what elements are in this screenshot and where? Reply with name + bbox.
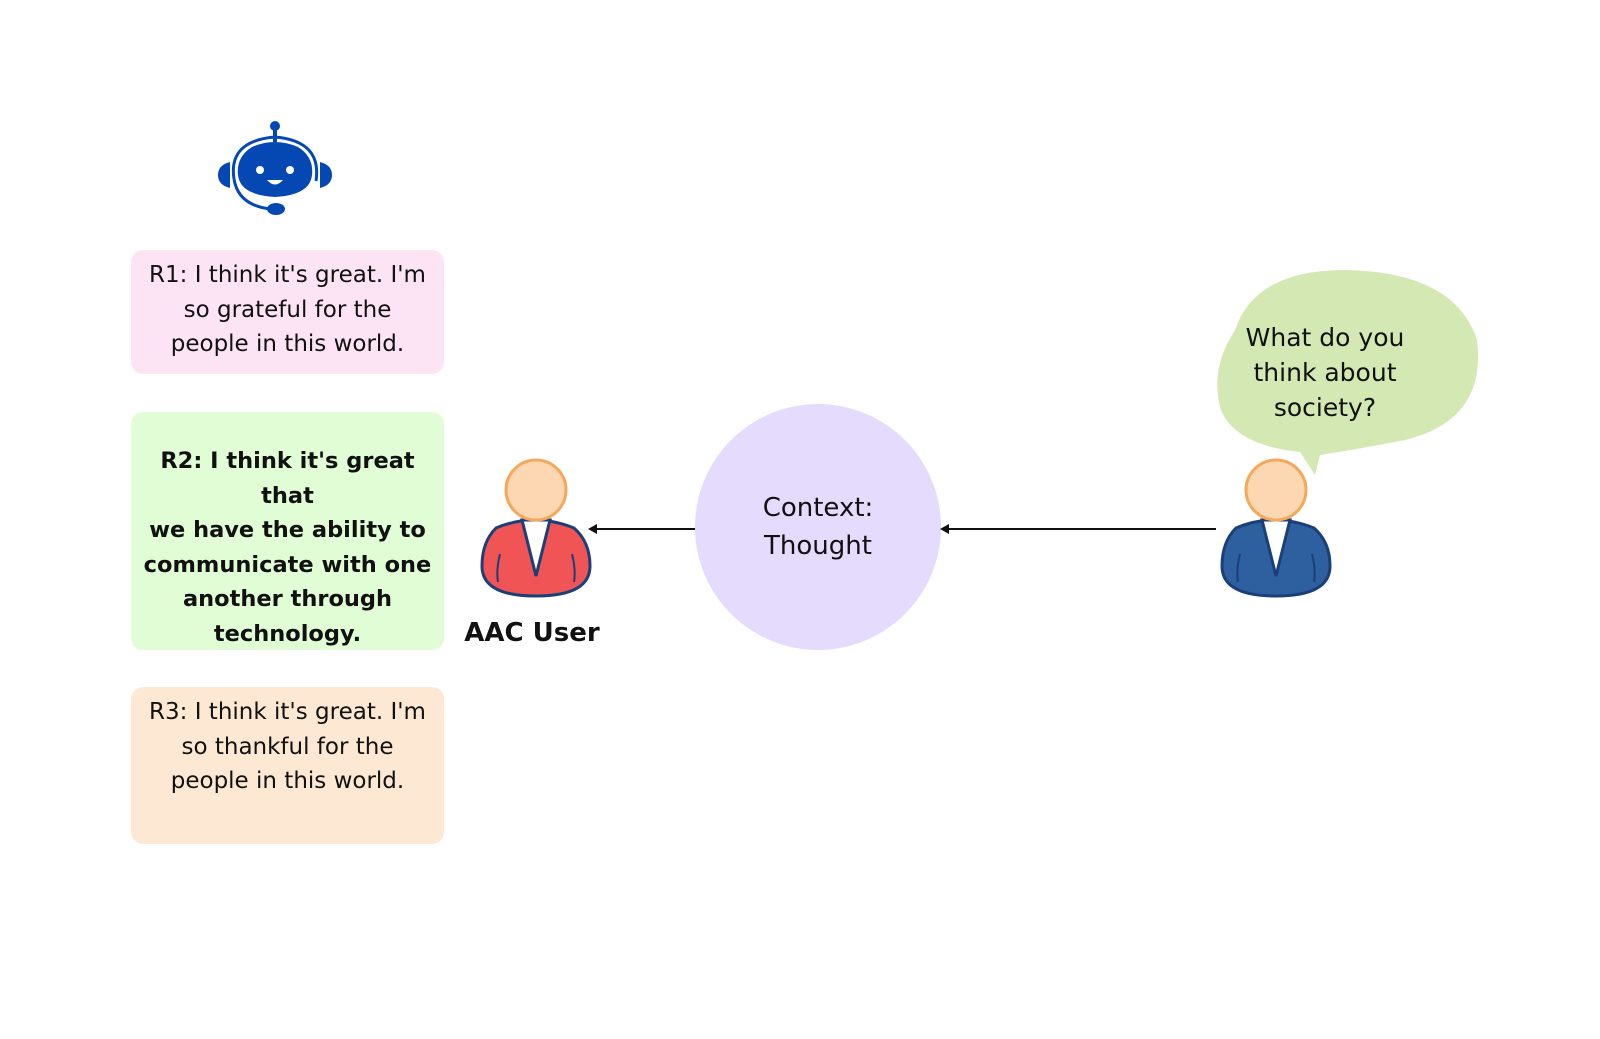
response-line: technology. [213, 620, 362, 647]
response-line: so grateful for the [183, 296, 392, 323]
speech-line: What do you [1245, 323, 1405, 352]
aac-user-person-icon [480, 458, 592, 598]
arrow-context-to-user [588, 524, 696, 534]
response-line: communicate with one [143, 551, 432, 578]
context-value: Thought [764, 531, 872, 561]
context-circle: Context: Thought [695, 404, 941, 650]
response-card-r2[interactable]: R2: I think it's great that we have the … [131, 412, 444, 650]
response-card-r1[interactable]: R1: I think it's great. I'm so grateful … [131, 250, 444, 374]
context-label: Context: [762, 493, 874, 523]
speech-bubble [1217, 270, 1479, 475]
robot-headset-icon [218, 121, 332, 215]
response-card-r3[interactable]: R3: I think it's great. I'm so thankful … [131, 687, 444, 844]
response-line: people in this world. [170, 331, 405, 357]
speech-text: What do you think about society? [1230, 320, 1420, 425]
speech-line: think about [1253, 358, 1397, 387]
speech-line: society? [1273, 393, 1377, 422]
partner-person-icon [1220, 458, 1332, 598]
response-line: people in this world. [170, 768, 405, 794]
arrow-partner-to-context [940, 524, 1216, 534]
response-line: another through [182, 586, 393, 612]
response-line: R1: I think it's great. I'm [149, 262, 426, 288]
response-line: so thankful for the [181, 733, 394, 760]
response-line: R3: I think it's great. I'm [149, 699, 426, 725]
response-line: we have the ability to [149, 517, 426, 543]
response-line: R2: I think it's great that [160, 448, 415, 509]
aac-user-label: AAC User [464, 618, 600, 648]
